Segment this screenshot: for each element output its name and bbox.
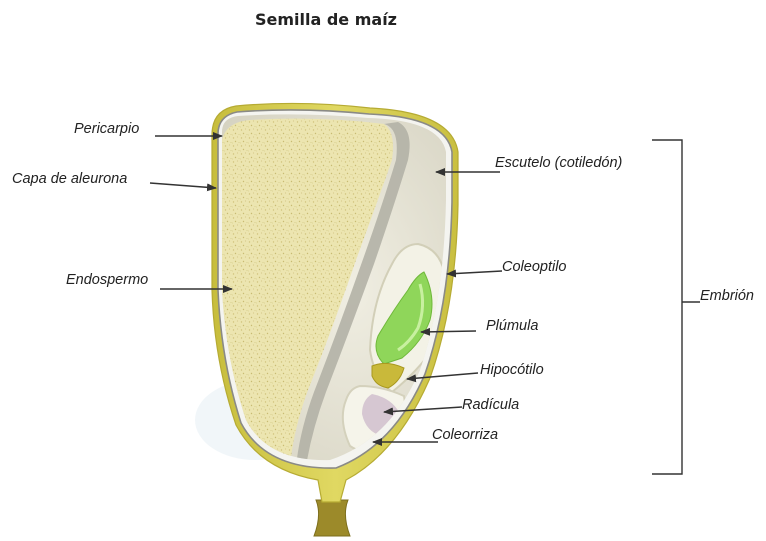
diagram-title: Semilla de maíz bbox=[255, 10, 397, 29]
aleurona-leader bbox=[150, 183, 216, 188]
label-coleoptilo: Coleoptilo bbox=[502, 259, 567, 275]
label-plumula: Plúmula bbox=[486, 318, 538, 334]
label-pericarpio: Pericarpio bbox=[74, 121, 139, 137]
embrion-bracket bbox=[652, 140, 682, 474]
label-radicula: Radícula bbox=[462, 397, 519, 413]
label-endospermo: Endospermo bbox=[66, 272, 148, 288]
label-capa-de-aleurona: Capa de aleurona bbox=[12, 171, 127, 187]
seed-stalk bbox=[314, 500, 350, 536]
label-escutelo: Escutelo (cotiledón) bbox=[495, 155, 622, 171]
label-hipocotilo: Hipocótilo bbox=[480, 362, 544, 378]
label-coleorriza: Coleorriza bbox=[432, 427, 498, 443]
label-embrion: Embrión bbox=[700, 288, 754, 304]
plumula-leader bbox=[421, 331, 476, 332]
coleoptilo-leader bbox=[447, 271, 502, 274]
